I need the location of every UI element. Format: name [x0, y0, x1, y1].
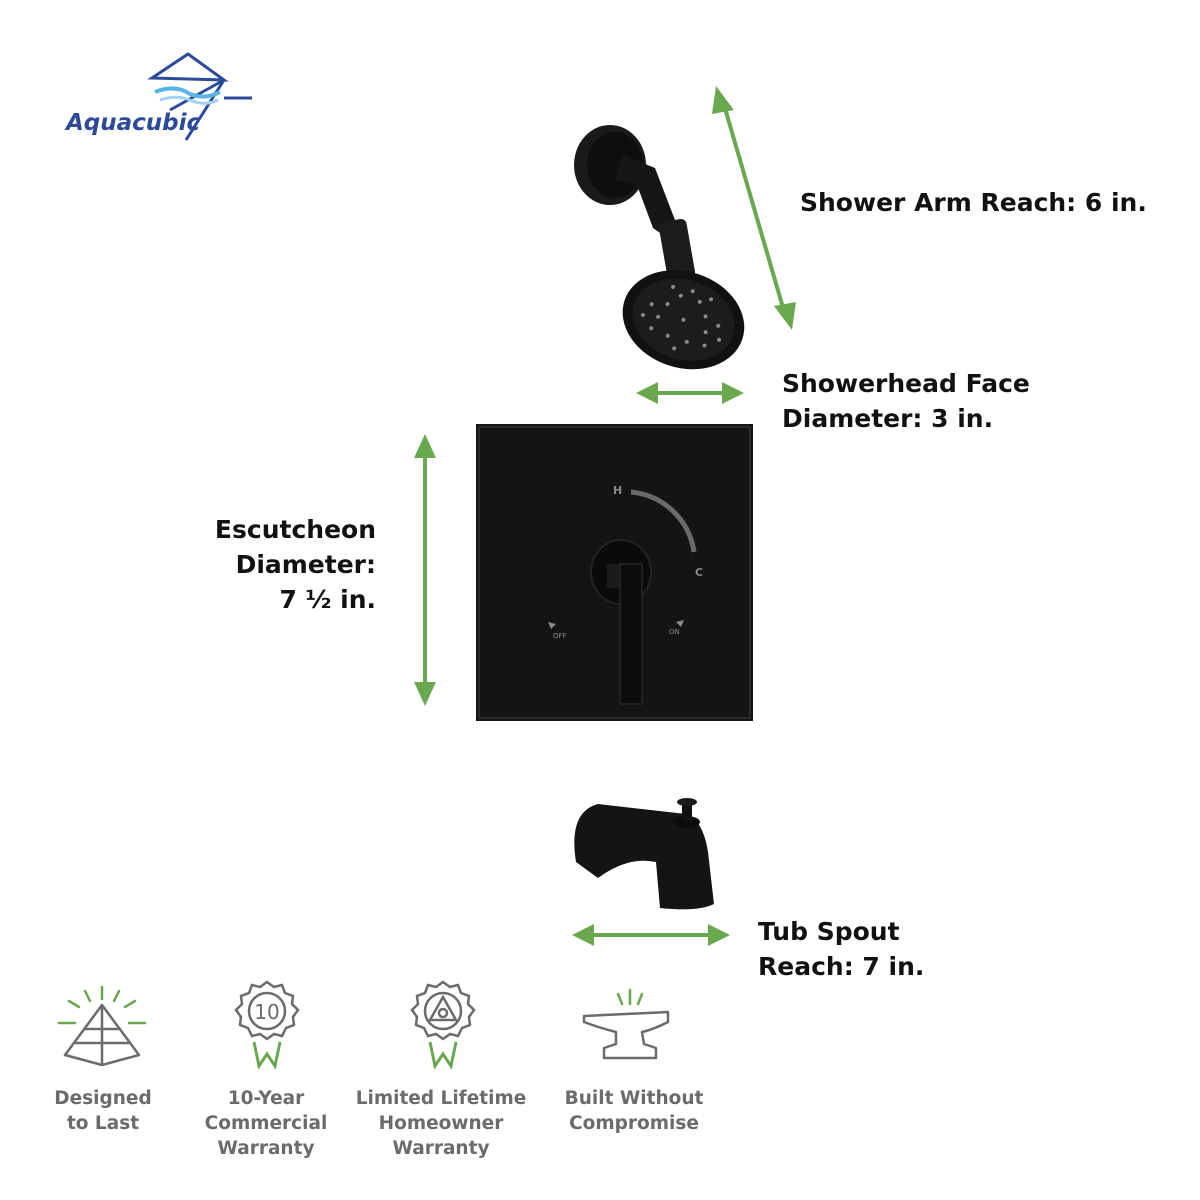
feature-line: 10-Year: [227, 1088, 305, 1109]
off-marking: OFF: [553, 632, 567, 640]
cold-marking: C: [695, 566, 703, 579]
feature-designed-to-last: Designed to Last: [8, 1086, 198, 1136]
shower-arm-arrow: [712, 86, 796, 330]
feature-line: to Last: [66, 1113, 140, 1134]
pyramid-icon: [57, 985, 147, 1067]
ten-year-badge-icon: 10: [234, 980, 300, 1070]
feature-lifetime-warranty: Limited Lifetime Homeowner Warranty: [346, 1086, 536, 1161]
feature-line: Designed: [54, 1088, 152, 1109]
feature-line: Limited Lifetime: [355, 1088, 527, 1109]
tub-spout-image: [574, 798, 714, 910]
tub-spout-line-1: Tub Spout: [758, 917, 900, 946]
feature-line: Warranty: [217, 1138, 315, 1159]
escutcheon-arrow: [414, 434, 436, 706]
shower-arm-label: Shower Arm Reach: 6 in.: [800, 185, 1147, 220]
showerhead-image: [574, 125, 745, 370]
escutcheon-line-1: Escutcheon: [214, 515, 376, 544]
hot-marking: H: [613, 484, 622, 497]
showerhead-face-arrow: [636, 382, 744, 404]
feature-line: Commercial: [204, 1113, 328, 1134]
showerhead-face-line-1: Showerhead Face: [782, 369, 1030, 398]
tub-spout-label: Tub Spout Reach: 7 in.: [758, 914, 924, 984]
escutcheon-line-3: 7 ½ in.: [279, 585, 376, 614]
showerhead-face-label: Showerhead Face Diameter: 3 in.: [782, 366, 1030, 436]
brand-name: Aquacubic: [64, 110, 201, 136]
feature-ten-year-warranty: 10-Year Commercial Warranty: [171, 1086, 361, 1161]
feature-line: Compromise: [569, 1113, 699, 1134]
on-marking: ON: [669, 628, 680, 636]
anvil-icon: [582, 988, 670, 1060]
feature-line: Built Without: [564, 1088, 704, 1109]
shower-arm-line-1: Shower Arm Reach: 6 in.: [800, 188, 1147, 217]
tub-spout-arrow: [572, 924, 730, 946]
feature-line: Warranty: [392, 1138, 490, 1159]
escutcheon-plate: H C OFF ON: [476, 424, 753, 721]
showerhead-face-line-2: Diameter: 3 in.: [782, 404, 994, 433]
feature-line: Homeowner: [378, 1113, 504, 1134]
tub-spout-line-2: Reach: 7 in.: [758, 952, 925, 981]
escutcheon-line-2: Diameter:: [235, 550, 376, 579]
brand-logo: Aquacubic: [64, 52, 252, 141]
ten-year-badge-text: 10: [254, 1000, 279, 1024]
lifetime-badge-icon: [410, 980, 476, 1070]
escutcheon-label: Escutcheon Diameter: 7 ½ in.: [180, 512, 376, 617]
feature-built-without-compromise: Built Without Compromise: [539, 1086, 729, 1136]
